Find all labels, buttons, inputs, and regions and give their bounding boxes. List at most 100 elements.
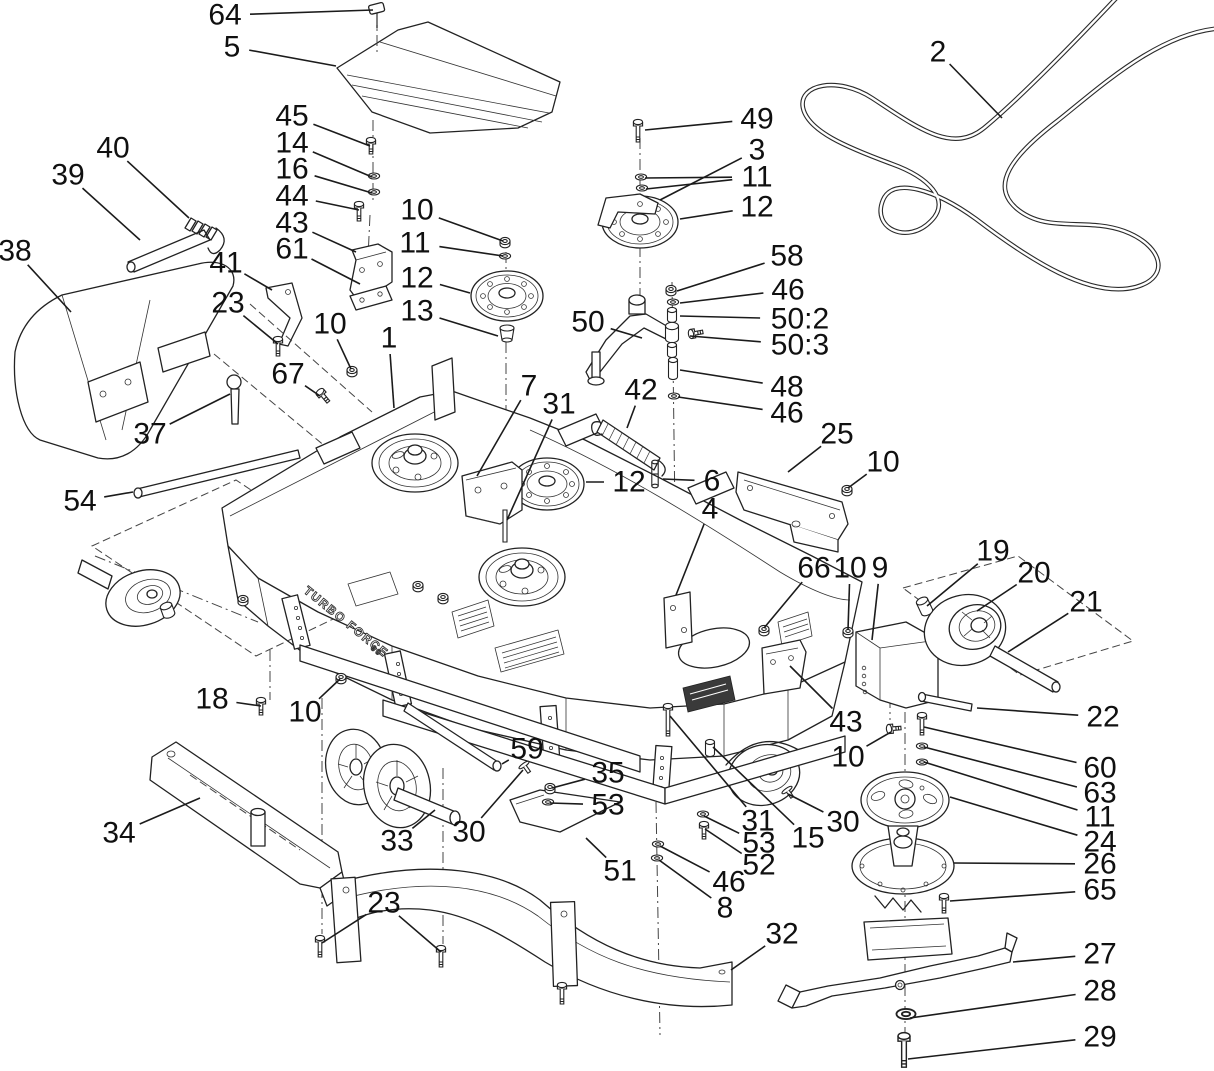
callout-14: 14 bbox=[275, 127, 373, 178]
leader-line bbox=[501, 759, 510, 765]
callout-10: 10 bbox=[288, 678, 341, 729]
left-discharge-shield bbox=[13, 217, 235, 460]
callout-52: 52 bbox=[704, 828, 776, 882]
nut-glyph bbox=[237, 594, 249, 607]
wheel-axle-33 bbox=[393, 787, 461, 826]
callout-59: 59 bbox=[501, 733, 544, 766]
callout-number: 64 bbox=[208, 0, 241, 32]
washer-glyph bbox=[667, 392, 681, 400]
washer-glyph bbox=[651, 840, 665, 848]
hanger-plate bbox=[663, 591, 693, 649]
callout-number: 9 bbox=[872, 552, 889, 585]
callout-number: 49 bbox=[740, 103, 773, 136]
hairpin-handle bbox=[226, 374, 242, 425]
leader-line bbox=[658, 859, 712, 899]
callout-15: 15 bbox=[712, 746, 825, 855]
nut-glyph bbox=[335, 672, 347, 685]
leader-line bbox=[139, 797, 201, 825]
leader-line bbox=[949, 796, 1078, 836]
callout-11: 11 bbox=[399, 227, 504, 260]
callout-60: 60 bbox=[923, 726, 1117, 785]
callout-19: 19 bbox=[926, 535, 1010, 607]
callout-number: 18 bbox=[195, 683, 228, 716]
leader-line bbox=[626, 405, 637, 429]
leader-line bbox=[847, 473, 868, 489]
callout-2: 2 bbox=[930, 36, 1003, 119]
leader-line bbox=[104, 491, 134, 498]
leader-line bbox=[1012, 955, 1076, 963]
leader-line bbox=[645, 178, 733, 190]
leader-line bbox=[312, 231, 357, 253]
callout-43: 43 bbox=[789, 665, 863, 739]
washer-glyph bbox=[696, 810, 710, 818]
leader-line bbox=[689, 335, 761, 343]
callout-32: 32 bbox=[730, 918, 799, 971]
callout-11: 11 bbox=[644, 161, 773, 194]
callout-21: 21 bbox=[1007, 586, 1103, 653]
torsion-spring bbox=[184, 217, 225, 255]
callout-number: 24 bbox=[1083, 826, 1116, 859]
callout-number: 50 bbox=[571, 306, 604, 339]
callout-number: 23 bbox=[367, 887, 400, 920]
callout-1: 1 bbox=[381, 322, 398, 409]
spacer-glyph bbox=[159, 601, 176, 619]
leader-line bbox=[27, 264, 72, 313]
callout-27: 27 bbox=[1012, 938, 1117, 971]
stud-glyph bbox=[651, 459, 659, 489]
callout-46: 46 bbox=[659, 845, 746, 899]
callout-64: 64 bbox=[208, 0, 374, 32]
leader-line bbox=[549, 802, 584, 805]
washer-glyph bbox=[895, 1007, 917, 1021]
leader-line bbox=[81, 187, 141, 241]
bolt-glyph bbox=[353, 200, 365, 222]
leader-line bbox=[659, 845, 710, 873]
callout-50:3: 50:3 bbox=[689, 329, 829, 362]
callout-51: 51 bbox=[585, 837, 637, 888]
mower-blade bbox=[777, 932, 1018, 1009]
discharge-deflector bbox=[336, 1, 561, 134]
leader-line bbox=[585, 837, 607, 859]
callout-number: 33 bbox=[380, 825, 413, 858]
leader-line bbox=[1007, 612, 1069, 653]
spindle-pulley-center bbox=[478, 547, 566, 607]
callout-10: 10 bbox=[400, 194, 504, 242]
callout-11: 11 bbox=[923, 761, 1116, 834]
callout-number: 15 bbox=[791, 822, 824, 855]
flathead-glyph bbox=[518, 760, 532, 775]
leader-line bbox=[249, 9, 374, 15]
leader-line bbox=[311, 258, 361, 285]
callout-12: 12 bbox=[586, 466, 646, 499]
leader-line bbox=[679, 210, 733, 220]
callout-number: 20 bbox=[1017, 557, 1050, 590]
callout-number: 1 bbox=[381, 322, 398, 355]
spacer-glyph bbox=[666, 341, 678, 359]
callout-33: 33 bbox=[380, 809, 436, 858]
bolt-glyph bbox=[916, 711, 928, 736]
leader-line bbox=[662, 478, 695, 482]
wheel-axle bbox=[989, 645, 1061, 693]
callout-46: 46 bbox=[679, 274, 805, 307]
baffle-plate bbox=[509, 789, 621, 833]
leader-line bbox=[704, 828, 743, 855]
callout-7: 7 bbox=[476, 370, 537, 477]
callout-number: 12 bbox=[740, 191, 773, 224]
callout-18: 18 bbox=[195, 683, 262, 716]
callout-number: 35 bbox=[591, 757, 624, 790]
leader-line bbox=[315, 200, 360, 211]
callout-number: 65 bbox=[1083, 874, 1116, 907]
leader-line bbox=[976, 707, 1079, 716]
leader-line bbox=[236, 701, 262, 707]
callout-41: 41 bbox=[209, 247, 273, 291]
callout-number: 61 bbox=[275, 233, 308, 266]
support-rod-54 bbox=[133, 449, 301, 499]
nut-glyph bbox=[665, 284, 677, 297]
callout-44: 44 bbox=[275, 180, 360, 213]
callout-number: 48 bbox=[770, 371, 803, 404]
leader-line bbox=[169, 393, 231, 425]
bolt-glyph bbox=[885, 723, 902, 735]
callout-3: 3 bbox=[659, 134, 765, 201]
chute-hinge-bracket bbox=[761, 639, 807, 695]
callout-number: 10 bbox=[866, 446, 899, 479]
callout-34: 34 bbox=[102, 797, 201, 850]
